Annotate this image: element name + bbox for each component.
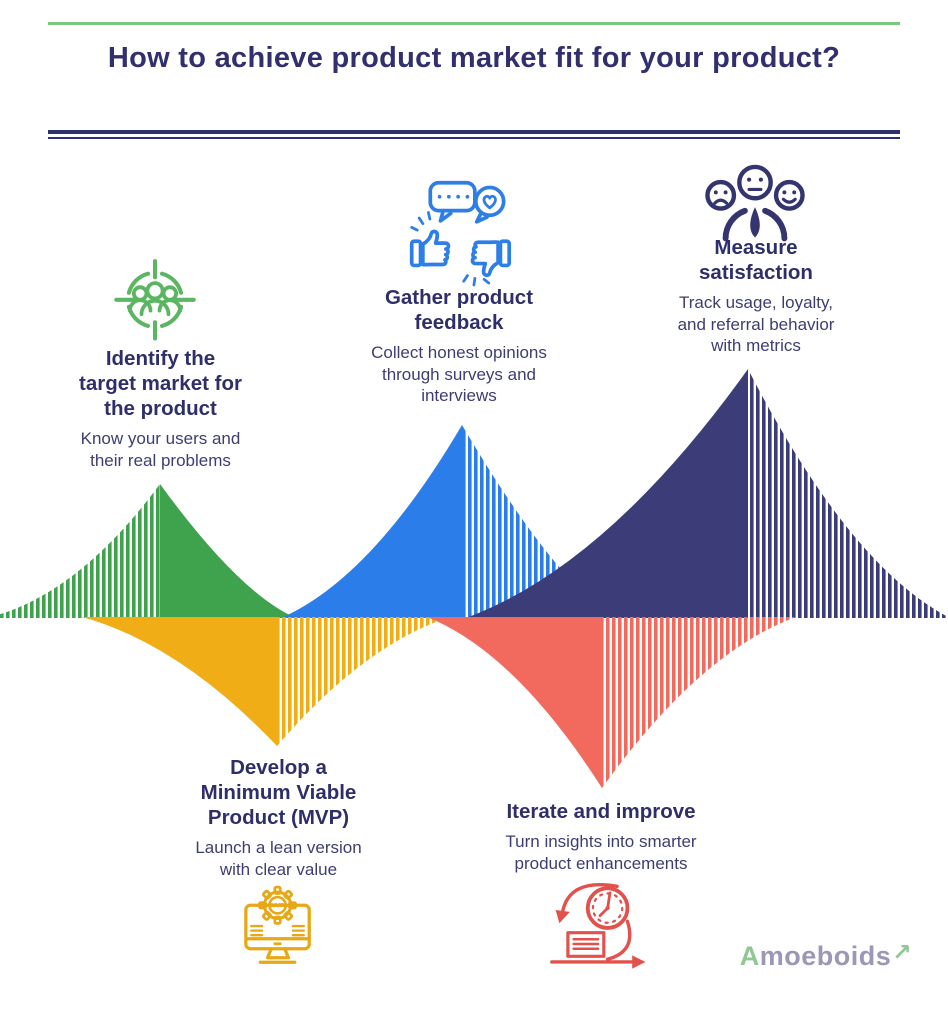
satisfaction-gauge-icon xyxy=(701,162,809,260)
step-description: Launch a lean version with clear value xyxy=(195,838,362,879)
mvp-gear-label: MVP xyxy=(271,902,284,909)
step-measure-satisfaction: Measure satisfaction Track usage, loyalt… xyxy=(636,235,876,357)
target-audience-icon xyxy=(110,253,200,343)
navy-spike-solid-half xyxy=(466,369,748,618)
step-heading: Measure satisfaction xyxy=(699,236,813,284)
step-identify-target-market: Identify the target market for the produ… xyxy=(38,346,283,471)
red-spike-striped-half xyxy=(602,617,796,788)
yellow-spike-striped-half xyxy=(277,617,450,746)
page-title-line2: for your product? xyxy=(591,42,841,74)
yellow-spike-solid-half xyxy=(82,617,277,746)
iterate-clock-icon xyxy=(549,877,653,977)
logo-first-letter: A xyxy=(739,941,760,971)
amoeboids-logo: Amoeboids↗ xyxy=(739,939,912,972)
step-description: Track usage, loyalty, and referral behav… xyxy=(677,293,835,355)
green-spike-striped-half xyxy=(0,484,160,618)
feedback-thumbs-icon xyxy=(408,177,512,287)
logo-wordmark: moeboids xyxy=(759,941,892,971)
step-develop-mvp: Develop a Minimum Viable Product (MVP) L… xyxy=(157,755,400,880)
navy-spike-striped-half xyxy=(748,369,948,618)
step-description: Know your users and their real problems xyxy=(80,429,241,470)
mvp-monitor-icon: MVP xyxy=(235,881,321,973)
step-heading: Iterate and improve xyxy=(506,800,696,823)
step-description: Collect honest opinions through surveys … xyxy=(371,343,547,405)
logo-arrow-icon: ↗ xyxy=(892,939,912,965)
page-title: How to achieve product market fit for yo… xyxy=(0,40,948,77)
top-accent-line xyxy=(48,22,900,25)
blue-spike-solid-half xyxy=(281,425,462,618)
green-spike-solid-half xyxy=(160,484,296,618)
step-iterate-and-improve: Iterate and improve Turn insights into s… xyxy=(466,799,736,874)
step-heading: Gather product feedback xyxy=(384,286,534,334)
page-title-line1: How to achieve product market fit xyxy=(107,42,584,74)
step-heading: Identify the target market for the produ… xyxy=(79,347,242,420)
red-spike-solid-half xyxy=(427,617,602,788)
step-heading: Develop a Minimum Viable Product (MVP) xyxy=(200,756,357,829)
blue-spike-striped-half xyxy=(462,425,614,618)
step-gather-product-feedback: Gather product feedback Collect honest o… xyxy=(338,285,580,407)
title-divider-line xyxy=(48,130,900,139)
step-description: Turn insights into smarter product enhan… xyxy=(505,832,697,873)
